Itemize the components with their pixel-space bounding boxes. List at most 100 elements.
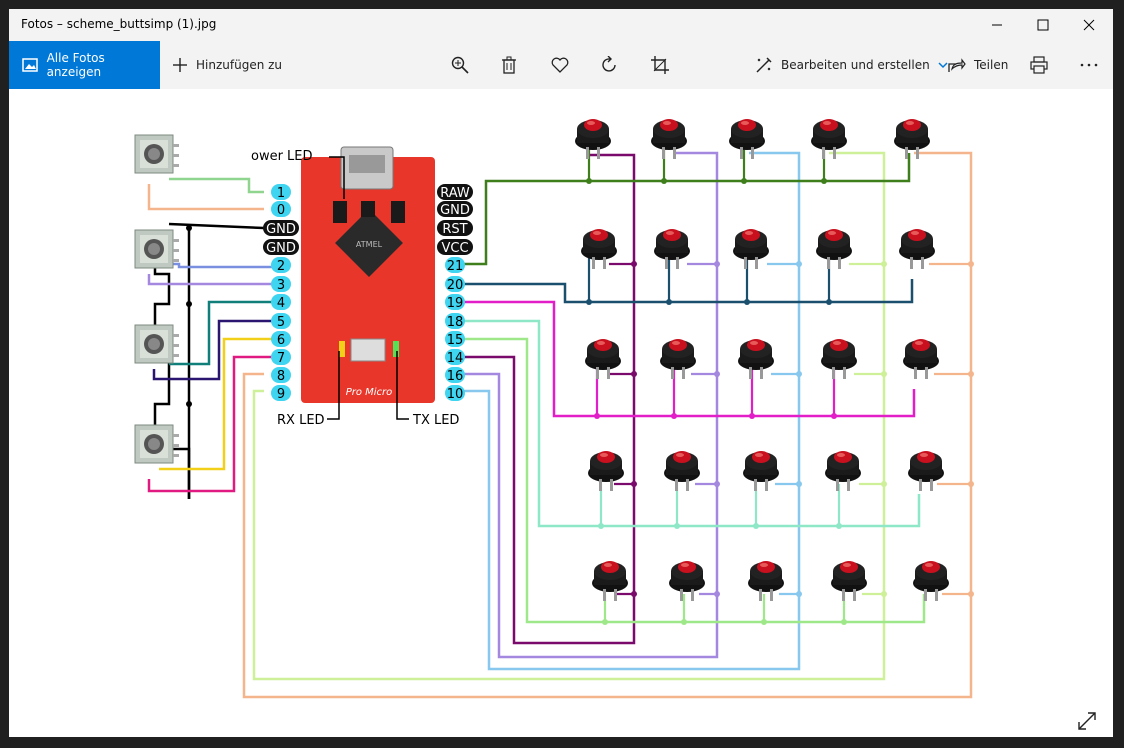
- print-button[interactable]: [1030, 41, 1048, 89]
- photo-icon: [22, 58, 38, 72]
- svg-text:0: 0: [277, 203, 285, 218]
- board-name-label: Pro Micro: [346, 387, 393, 398]
- rotate-icon: [602, 56, 616, 72]
- minimize-icon: [992, 24, 1002, 26]
- svg-text:21: 21: [447, 259, 464, 274]
- expand-icon: [1078, 712, 1096, 730]
- svg-text:4: 4: [277, 296, 285, 311]
- svg-text:5: 5: [277, 315, 285, 330]
- rotary-encoder: [134, 324, 180, 364]
- pin-label-left: 8: [271, 367, 291, 384]
- favorite-button[interactable]: [551, 41, 569, 89]
- svg-text:1: 1: [277, 186, 285, 201]
- pin-label-right: RST: [437, 220, 473, 237]
- pin-label-left: GND: [263, 220, 299, 237]
- more-icon: [1080, 63, 1098, 67]
- minimize-button[interactable]: [974, 9, 1020, 41]
- pin-label-left: 3: [271, 276, 291, 293]
- share-icon: [948, 58, 966, 72]
- rx-led-label: RX LED: [277, 413, 325, 428]
- all-photos-button[interactable]: Alle Fotos anzeigen: [9, 41, 160, 89]
- window-title: Fotos – scheme_buttsimp (1).jpg: [21, 17, 217, 31]
- crop-icon: [651, 56, 669, 74]
- svg-text:16: 16: [447, 369, 464, 384]
- svg-text:20: 20: [447, 278, 464, 293]
- right-pin-labels: RAW GND RST VCC 21 20 19 18 15 14 16 10: [437, 184, 473, 402]
- svg-text:GND: GND: [266, 222, 296, 237]
- maximize-button[interactable]: [1020, 9, 1066, 41]
- trash-icon: [502, 56, 516, 74]
- svg-text:18: 18: [447, 315, 464, 330]
- push-button-matrix: [575, 119, 949, 601]
- svg-text:9: 9: [277, 387, 285, 402]
- pin-label-right: 19: [445, 294, 465, 311]
- fullscreen-button[interactable]: [1077, 711, 1097, 735]
- pin-label-left: 5: [271, 313, 291, 330]
- tx-led-label: TX LED: [412, 413, 459, 428]
- svg-text:14: 14: [447, 351, 464, 366]
- svg-text:10: 10: [447, 387, 464, 402]
- more-button[interactable]: [1080, 41, 1098, 89]
- print-icon: [1030, 56, 1048, 74]
- title-bar: Fotos – scheme_buttsimp (1).jpg: [9, 9, 1113, 41]
- svg-text:VCC: VCC: [441, 241, 468, 256]
- pin-label-left: 1: [271, 184, 291, 201]
- svg-text:8: 8: [277, 369, 285, 384]
- svg-text:6: 6: [277, 333, 285, 348]
- pin-label-right: 18: [445, 313, 465, 330]
- zoom-in-icon: [451, 56, 469, 74]
- share-button[interactable]: Teilen: [948, 41, 1008, 89]
- crop-button[interactable]: [651, 41, 669, 89]
- pin-label-left: 2: [271, 257, 291, 274]
- svg-text:RAW: RAW: [440, 186, 470, 201]
- svg-text:GND: GND: [440, 203, 470, 218]
- pin-label-left: 9: [271, 385, 291, 402]
- add-to-label: Hinzufügen zu: [196, 58, 283, 72]
- pin-label-right: 20: [445, 276, 465, 293]
- heart-icon: [551, 57, 569, 73]
- svg-text:2: 2: [277, 259, 285, 274]
- chevron-down-icon: [938, 62, 948, 69]
- pin-label-left: GND: [263, 239, 299, 256]
- pin-label-left: 4: [271, 294, 291, 311]
- pro-micro-board: ATMEL Pro Micro: [301, 146, 435, 403]
- pin-label-right: VCC: [437, 239, 473, 256]
- rotary-encoder: [134, 229, 180, 269]
- pin-label-right: GND: [437, 201, 473, 218]
- power-led-label: ower LED: [251, 149, 313, 164]
- add-to-button[interactable]: Hinzufügen zu: [173, 41, 282, 89]
- svg-text:ATMEL: ATMEL: [356, 240, 383, 249]
- edit-icon: [756, 57, 772, 73]
- maximize-icon: [1037, 19, 1049, 31]
- svg-text:RST: RST: [442, 222, 467, 237]
- share-label: Teilen: [974, 58, 1009, 72]
- pin-label-right: 15: [445, 331, 465, 348]
- photos-window: Fotos – scheme_buttsimp (1).jpg Alle Fot…: [9, 9, 1113, 737]
- pin-label-right: 21: [445, 257, 465, 274]
- svg-text:15: 15: [447, 333, 464, 348]
- edit-create-button[interactable]: Bearbeiten und erstellen: [755, 41, 948, 89]
- pin-label-right: 16: [445, 367, 465, 384]
- pin-label-left: 0: [271, 201, 291, 218]
- rotate-button[interactable]: [601, 41, 619, 89]
- rotary-encoder: [134, 424, 180, 464]
- svg-text:3: 3: [277, 278, 285, 293]
- zoom-button[interactable]: [451, 41, 469, 89]
- pin-label-left: 7: [271, 349, 291, 366]
- close-button[interactable]: [1066, 9, 1112, 41]
- svg-text:7: 7: [277, 351, 285, 366]
- close-icon: [1083, 19, 1095, 31]
- toolbar: Alle Fotos anzeigen Hinzufügen zu Bearbe…: [9, 41, 1113, 89]
- svg-text:19: 19: [447, 296, 464, 311]
- rotary-encoder: [134, 134, 180, 174]
- pin-label-right: 10: [445, 385, 465, 402]
- pin-label-left: 6: [271, 331, 291, 348]
- all-photos-label: Alle Fotos anzeigen: [46, 51, 105, 79]
- plus-icon: [173, 58, 187, 72]
- pin-label-right: RAW: [437, 184, 473, 201]
- edit-create-label: Bearbeiten und erstellen: [781, 58, 930, 72]
- delete-button[interactable]: [501, 41, 517, 89]
